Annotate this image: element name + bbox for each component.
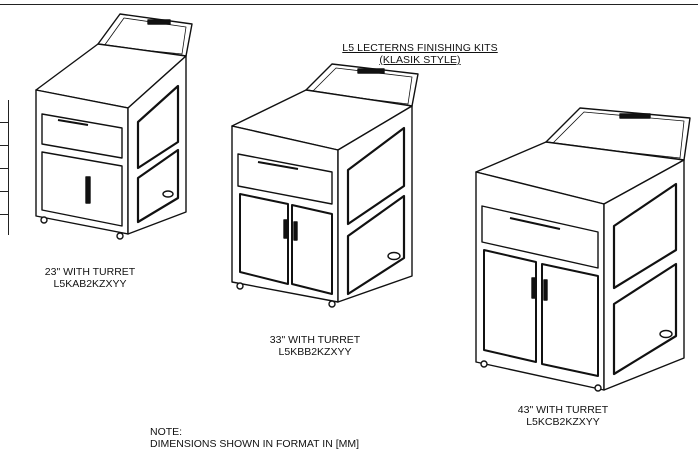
lectern-43-size: 43" WITH TURRET (517, 404, 609, 416)
drawing-note: NOTE: DIMENSIONS SHOWN IN FORMAT IN [MM] (150, 426, 359, 450)
dimension-table-stub (0, 100, 9, 235)
title-line-2: (KLASIK STYLE) (379, 54, 461, 66)
lectern-23-part-number: L5KAB2KZXYY (53, 278, 127, 290)
lectern-43-part-number: L5KCB2KZXYY (526, 416, 600, 428)
drawing-title: L5 LECTERNS FINISHING KITS (KLASIK STYLE… (300, 42, 540, 66)
lectern-23-drawing (35, 13, 193, 240)
lectern-23-size: 23" WITH TURRET (44, 266, 136, 278)
note-text: DIMENSIONS SHOWN IN FORMAT IN [MM] (150, 438, 360, 450)
lectern-23-caption: 23" WITH TURRET L5KAB2KZXYY (0, 266, 180, 290)
lectern-33-part-number: L5KBB2KZXYY (278, 346, 352, 358)
lectern-33-drawing (231, 63, 419, 308)
lectern-33-size: 33" WITH TURRET (269, 334, 361, 346)
note-heading: NOTE: (150, 426, 183, 438)
title-line-1: L5 LECTERNS FINISHING KITS (342, 42, 498, 54)
lectern-43-drawing (475, 107, 691, 392)
drawing-frame-line (0, 4, 698, 5)
lectern-33-caption: 33" WITH TURRET L5KBB2KZXYY (230, 334, 400, 358)
lectern-43-caption: 43" WITH TURRET L5KCB2KZXYY (478, 404, 648, 428)
